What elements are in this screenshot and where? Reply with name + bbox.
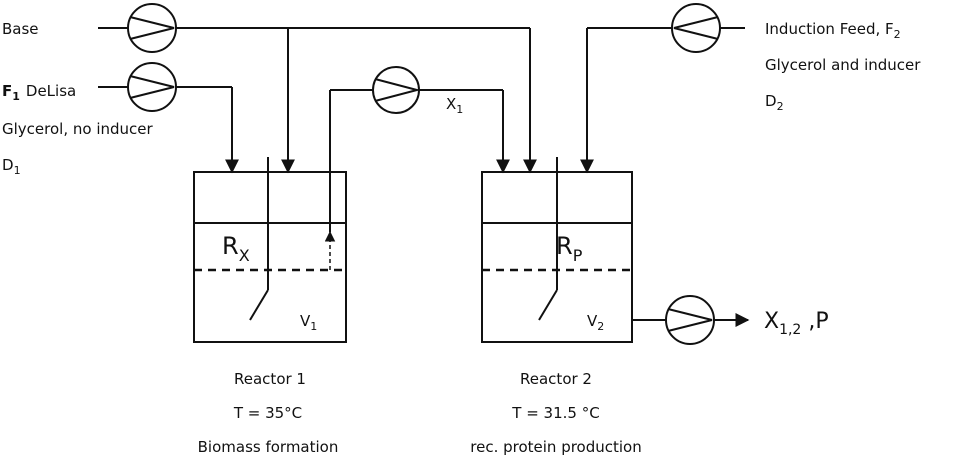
reactor-2-purpose: rec. protein production <box>470 438 641 456</box>
reactor-2-symbol: RP <box>556 232 583 265</box>
x1-label: X1 <box>446 95 463 116</box>
reactor-2-temperature: T = 31.5 °C <box>511 404 599 422</box>
f1-description: Glycerol, no inducer <box>2 120 153 138</box>
reactor-1-stirrer-blade <box>249 289 269 321</box>
induction-feed-label: Induction Feed, F2 <box>765 20 901 41</box>
transfer-line <box>329 89 510 232</box>
base-label: Base <box>2 20 39 38</box>
reactor-1-volume: V1 <box>300 312 317 333</box>
f1-pump-icon <box>127 62 177 112</box>
reactor-2-volume: V2 <box>587 312 604 333</box>
induction-description: Glycerol and inducer <box>765 56 921 74</box>
reactor-1-temperature: T = 35°C <box>233 404 302 422</box>
output-label: X1,2 ,P <box>764 309 829 338</box>
d1-label: D1 <box>2 156 21 177</box>
f1-feed-line <box>98 86 239 174</box>
reactor-2-name: Reactor 2 <box>520 370 592 388</box>
reactor-2-stirrer-blade <box>538 289 558 321</box>
output-pump-icon <box>665 295 715 345</box>
base-feed-line <box>98 27 537 174</box>
reactor-2-vessel <box>481 157 633 343</box>
reactor-1-name: Reactor 1 <box>234 370 306 388</box>
d2-label: D2 <box>765 92 784 113</box>
reactor-1-purpose: Biomass formation <box>198 438 339 456</box>
induction-feed-line <box>580 27 745 174</box>
induction-pump-icon <box>671 3 721 53</box>
transfer-pump-icon <box>372 66 421 114</box>
base-pump-icon <box>127 3 177 53</box>
reactor-1-vessel <box>193 157 347 343</box>
reactor-1-symbol: RX <box>222 232 250 265</box>
